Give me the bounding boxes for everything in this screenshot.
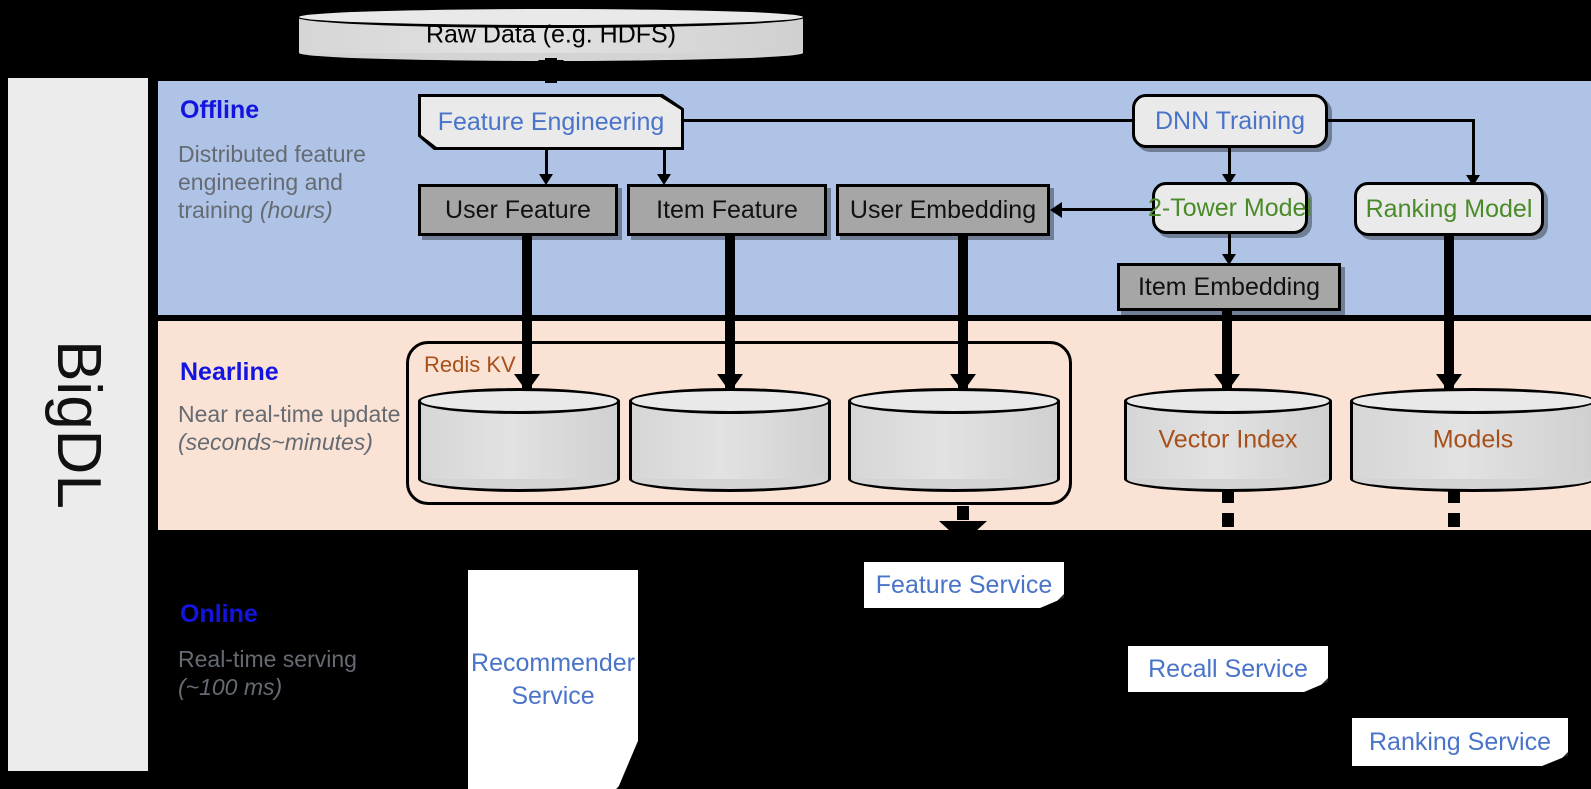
band-desc-offline-italic: (hours) — [259, 197, 333, 224]
connector-twotower-to-itemembedding — [1228, 234, 1231, 262]
band-title-nearline: Nearline — [180, 358, 279, 386]
band-desc-online: Real-time serving (~100 ms) — [178, 645, 378, 701]
band-desc-offline-main: Distributed feature engineering and trai… — [178, 141, 366, 224]
kv-store-item-feature — [629, 388, 831, 492]
band-desc-online-main: Real-time serving — [178, 646, 357, 672]
user-embedding-node[interactable]: User Embedding — [836, 184, 1050, 236]
kv-store-user-feature — [418, 388, 620, 492]
raw-data-top — [296, 6, 806, 28]
raw-data-store: Raw Data (e.g. HDFS) — [296, 6, 806, 64]
recall-service-node[interactable]: Recall Service — [1128, 646, 1328, 692]
user-feature-label: User Feature — [445, 195, 591, 224]
band-title-offline: Offline — [180, 96, 260, 124]
dnn-training-label: DNN Training — [1154, 106, 1306, 135]
arrowhead-rawdata-to-fe — [538, 60, 564, 78]
band-desc-offline: Distributed feature engineering and trai… — [178, 140, 378, 224]
recommender-service-fold-icon — [616, 767, 638, 789]
kv-store-3-body — [848, 401, 1060, 479]
ranking-service-node[interactable]: Ranking Service — [1352, 718, 1568, 766]
two-tower-model-label: 2-Tower Model — [1148, 193, 1312, 222]
arrowhead-redis-to-featureservice — [939, 521, 987, 543]
vector-index-body — [1124, 401, 1332, 479]
dnn-training-node[interactable]: DNN Training — [1132, 94, 1328, 148]
pipe-userfeature-to-store1 — [522, 236, 532, 389]
models-body — [1350, 401, 1591, 479]
arrowhead-fe-to-userfeature — [539, 174, 553, 185]
models-top — [1350, 388, 1591, 414]
arrowhead-twotower-to-itemembedding — [1222, 254, 1236, 265]
feature-service-node[interactable]: Feature Service — [864, 562, 1064, 608]
ranking-model-node[interactable]: Ranking Model — [1354, 182, 1544, 236]
connector-dnn-to-ranking-v — [1472, 119, 1475, 181]
vector-index-label: Vector Index — [1158, 425, 1298, 454]
dash-redis-to-featureservice — [957, 506, 969, 520]
kv-store-2-top — [629, 388, 831, 414]
recommender-service-label: Recommender Service — [471, 649, 635, 710]
vector-index-top — [1124, 388, 1332, 414]
pipe-userembedding-to-store3 — [958, 236, 968, 389]
dash-models-1 — [1448, 489, 1460, 503]
item-feature-node[interactable]: Item Feature — [627, 184, 827, 236]
connector-dnn-to-ranking-h — [1328, 119, 1475, 122]
connector-fe-to-userfeature — [545, 150, 548, 180]
feature-engineering-label: Feature Engineering — [437, 107, 665, 136]
connector-dnn-to-twotower — [1228, 148, 1231, 180]
bigdl-rail: BigDL — [8, 78, 148, 771]
item-embedding-node[interactable]: Item Embedding — [1117, 263, 1341, 311]
pipe-itemembedding-to-vectorindex — [1222, 311, 1232, 389]
dash-vectorindex-2 — [1222, 513, 1234, 527]
kv-store-1-top — [418, 388, 620, 414]
feature-service-label: Feature Service — [875, 570, 1053, 599]
arrowhead-dnn-to-twotower — [1222, 174, 1236, 185]
vector-index-store: Vector Index — [1124, 388, 1332, 492]
redis-kv-group — [406, 341, 1072, 505]
ranking-service-label: Ranking Service — [1368, 727, 1552, 756]
band-desc-nearline: Near real-time update (seconds~minutes) — [178, 400, 408, 456]
user-embedding-label: User Embedding — [849, 195, 1037, 224]
pipe-itemfeature-to-store2 — [725, 236, 735, 389]
kv-store-1-body — [418, 401, 620, 479]
bigdl-brand-label: BigDL — [43, 340, 113, 509]
arrowhead-fe-to-itemfeature — [657, 174, 671, 185]
models-store: Models — [1350, 388, 1591, 492]
item-feature-label: Item Feature — [656, 195, 798, 224]
two-tower-model-node[interactable]: 2-Tower Model — [1148, 182, 1312, 234]
connector-fe-to-dnn — [684, 119, 1136, 122]
pipe-rankingmodel-to-models — [1444, 236, 1454, 389]
band-title-online: Online — [180, 600, 258, 628]
ranking-model-label: Ranking Model — [1365, 194, 1533, 223]
band-desc-nearline-italic: (seconds~minutes) — [178, 429, 373, 456]
recall-service-fold-icon — [1314, 678, 1328, 692]
band-desc-online-italic: (~100 ms) — [178, 674, 283, 701]
ranking-service-fold-icon — [1554, 752, 1568, 766]
redis-kv-label: Redis KV — [424, 352, 516, 377]
recommender-service-node[interactable]: Recommender Service — [468, 570, 638, 789]
models-label: Models — [1432, 425, 1514, 454]
band-desc-nearline-main: Near real-time update — [178, 401, 401, 427]
arrowhead-dnn-to-ranking — [1466, 175, 1480, 186]
kv-store-2-body — [629, 401, 831, 479]
kv-store-3-top — [848, 388, 1060, 414]
dash-models-2 — [1448, 513, 1460, 527]
feature-engineering-node[interactable]: Feature Engineering — [421, 97, 681, 147]
dash-vectorindex-1 — [1222, 489, 1234, 503]
feature-service-fold-icon — [1050, 594, 1064, 608]
connector-twotower-to-userembedding — [1062, 208, 1166, 211]
raw-data-label: Raw Data (e.g. HDFS) — [425, 20, 677, 49]
item-embedding-label: Item Embedding — [1137, 272, 1321, 301]
arrowhead-twotower-to-userembedding — [1050, 202, 1062, 218]
connector-fe-to-itemfeature — [663, 150, 666, 180]
recall-service-label: Recall Service — [1148, 654, 1308, 683]
kv-store-user-embedding — [848, 388, 1060, 492]
user-feature-node[interactable]: User Feature — [418, 184, 618, 236]
